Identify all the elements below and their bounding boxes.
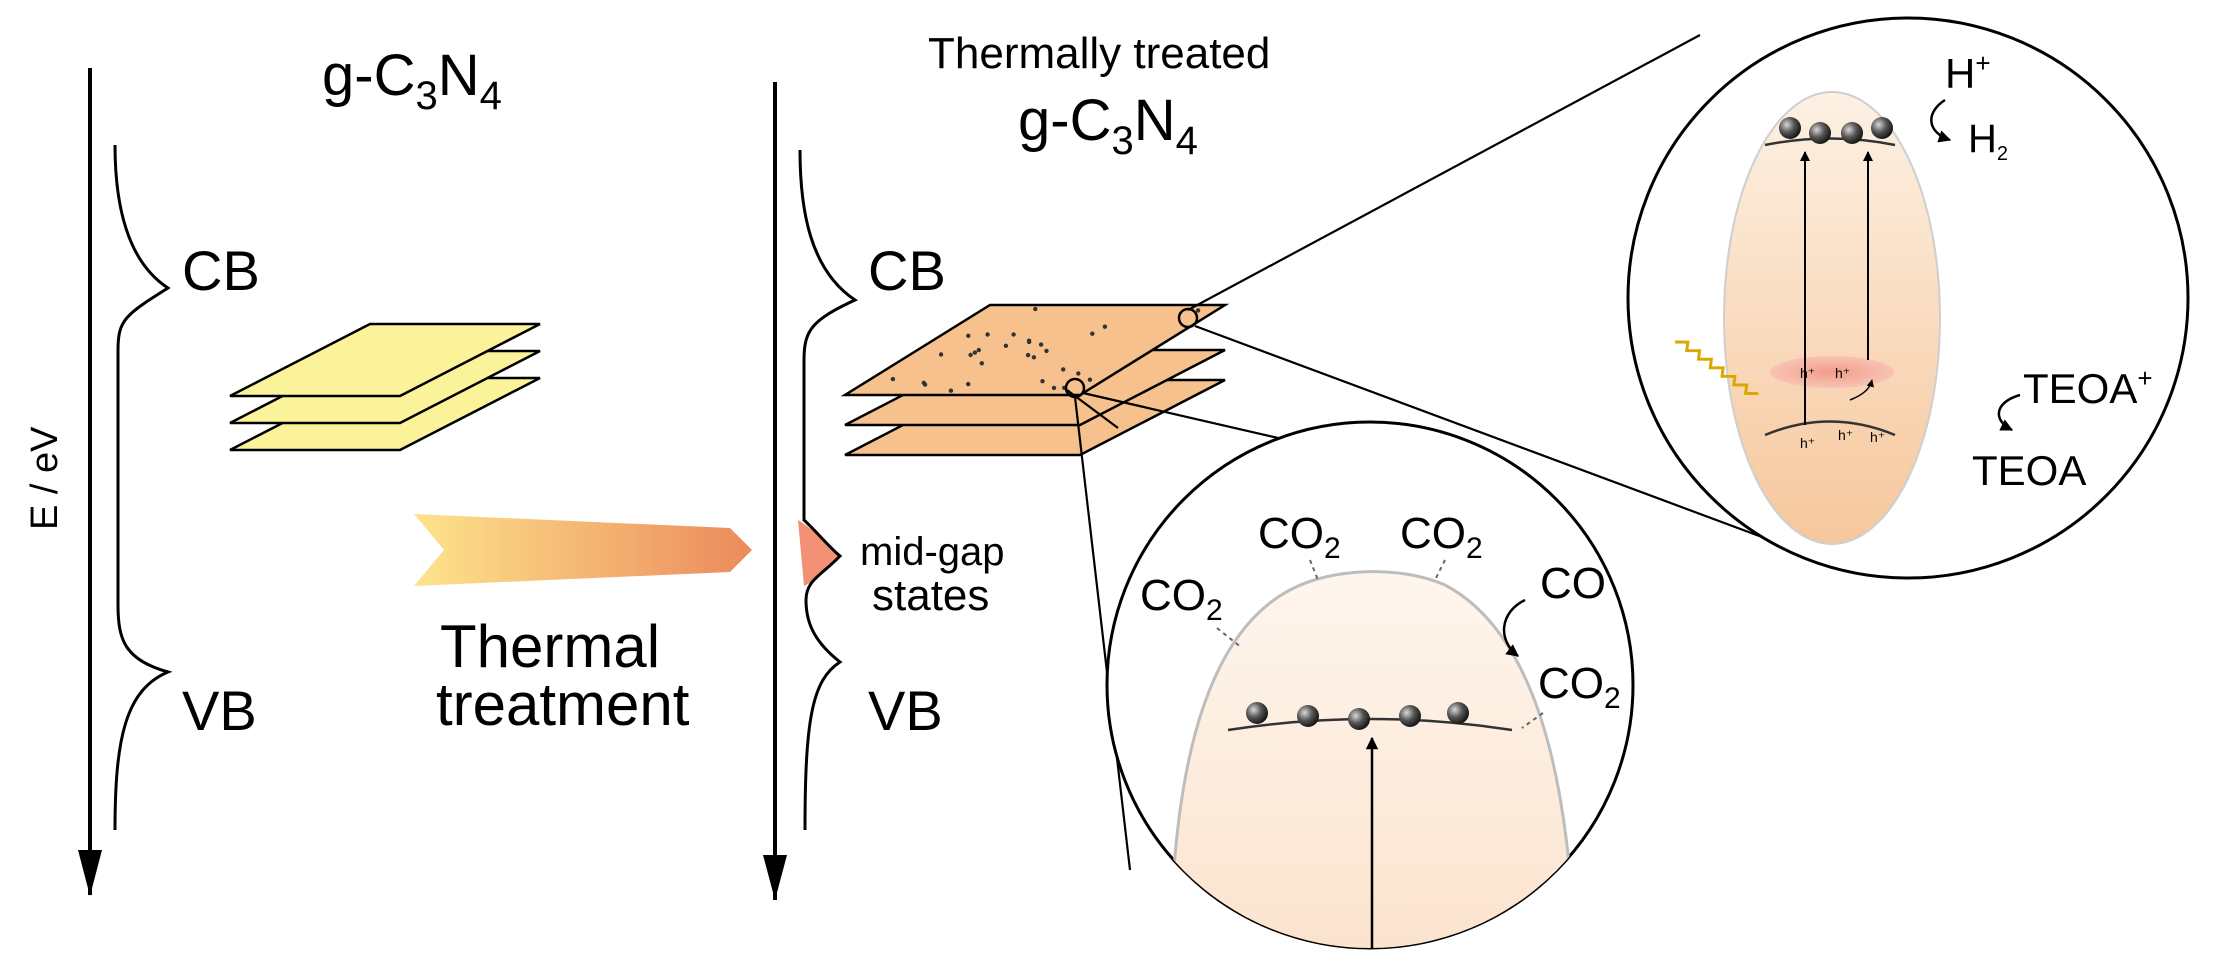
defect-dot [972, 350, 978, 355]
electron [1779, 117, 1801, 139]
defect-dot [1011, 332, 1016, 337]
defect-dot [1087, 377, 1093, 382]
particle-oval [1723, 91, 1941, 545]
defect-dot [1195, 308, 1201, 313]
electron [1399, 705, 1421, 727]
co2-dash [1434, 559, 1446, 581]
left-vb-label: VB [182, 679, 257, 742]
thermal-label-line1: Thermal [440, 613, 660, 680]
defect-dot [921, 380, 926, 385]
midgap-label-line2: states [872, 571, 989, 620]
top-electrons [1779, 117, 1893, 144]
hole-midgap-2: h⁺ [1835, 365, 1850, 381]
thermal-treatment-arrow [414, 514, 752, 586]
co2-dash [1309, 559, 1319, 581]
hole-vb-1: h⁺ [1800, 435, 1815, 451]
bottom-zoom-circle: CO2 CO2 CO2 CO2 CO [1105, 420, 1635, 950]
defect-dot [1076, 371, 1081, 376]
hole-vb-2: h⁺ [1838, 427, 1853, 443]
defect-dot [1025, 352, 1031, 358]
zoom-line-top-2 [1194, 324, 1771, 542]
right-sheet-top [840, 303, 1230, 397]
teoa-label: TEOA [1972, 447, 2086, 494]
zoom-line-bottom-1 [1066, 389, 1119, 429]
bottom-cb-edge [1227, 717, 1513, 732]
defect-dot [1003, 343, 1009, 348]
electron [1246, 702, 1268, 724]
right-sheet-stack [840, 303, 1230, 457]
thermal-label-line2: treatment [436, 671, 690, 738]
defect-dot [1038, 342, 1044, 347]
zoom-line-top-1 [1187, 34, 1701, 311]
defect-dot [1090, 331, 1095, 336]
defect-dot [1061, 367, 1066, 372]
electron [1348, 708, 1370, 730]
midgap-states-fill [798, 520, 840, 586]
co2-label-top-right: CO2 [1400, 509, 1483, 565]
bottom-electrons [1246, 702, 1469, 730]
defect-dot [1031, 355, 1037, 360]
defect-dot [1040, 379, 1045, 384]
hole-midgap-1: h⁺ [1800, 365, 1815, 381]
left-cb-label: CB [182, 239, 260, 302]
defect-dot [1026, 338, 1032, 343]
hole-vb-3: h⁺ [1870, 429, 1885, 445]
top-vb-edge [1764, 420, 1896, 437]
co-label: CO [1540, 559, 1606, 608]
h-plus-to-h2-arrow [1930, 98, 1952, 143]
co2-to-co-arrow [1502, 598, 1526, 657]
left-sheet-stack [229, 322, 541, 452]
right-vb-label: VB [868, 679, 943, 742]
midgap-label-line1: mid-gap [860, 530, 1005, 574]
energy-axis-arrowhead [78, 850, 102, 896]
electron [1297, 705, 1319, 727]
left-sheet-top [229, 322, 541, 398]
right-cb-label: CB [868, 239, 946, 302]
defect-dot [966, 333, 971, 338]
electron [1871, 117, 1893, 139]
right-formula: g-C3N4 [1018, 88, 1198, 163]
defect-dot [1102, 324, 1108, 329]
defect-dot [976, 347, 981, 353]
electron [1447, 702, 1469, 724]
h2-label: H2 [1968, 117, 2008, 165]
energy-axis-label: E / eV [24, 426, 66, 530]
hole-transfer-arrow [1849, 379, 1874, 401]
defect-dot [948, 388, 954, 393]
defect-dot [890, 376, 896, 382]
electron [1809, 122, 1831, 144]
defect-dot [938, 352, 944, 357]
co2-label-right: CO2 [1538, 659, 1621, 715]
defect-dot [966, 381, 971, 387]
co2-dash [1216, 627, 1243, 649]
teoa-plus-label: TEOA+ [2023, 363, 2153, 412]
top-zoom-circle: h⁺ h⁺ h⁺ h⁺ h⁺ H+ H2 TEOA+ TEOA [1626, 16, 2190, 580]
light-wave [1674, 340, 1759, 396]
left-energy-diagram [78, 68, 173, 896]
energy-axis-right-arrowhead [763, 855, 787, 900]
density-of-states-curve-left [113, 144, 173, 831]
defect-dot [1033, 306, 1038, 312]
left-formula: g-C3N4 [322, 43, 502, 118]
defect-dot [1051, 385, 1057, 391]
top-cb-edge [1764, 137, 1896, 147]
electron [1841, 122, 1863, 144]
defect-dot [968, 352, 973, 358]
right-energy-diagram [763, 82, 859, 900]
teoa-oxidation-arrow [1997, 393, 2021, 432]
sheet-defect-dots [890, 306, 1201, 393]
zoom-line-bottom-3 [1073, 396, 1132, 871]
right-subtitle: Thermally treated [928, 29, 1270, 78]
co2-label-left: CO2 [1140, 571, 1223, 627]
density-of-states-curve-right [798, 149, 859, 831]
defect-dot [1044, 348, 1049, 354]
midgap-band [1770, 356, 1894, 388]
co2-adsorption-dashes [1216, 559, 1544, 729]
h-plus-label: H+ [1945, 48, 1991, 97]
defect-dot [985, 332, 990, 337]
defect-dot [979, 361, 984, 366]
co2-label-top-left: CO2 [1258, 509, 1341, 565]
